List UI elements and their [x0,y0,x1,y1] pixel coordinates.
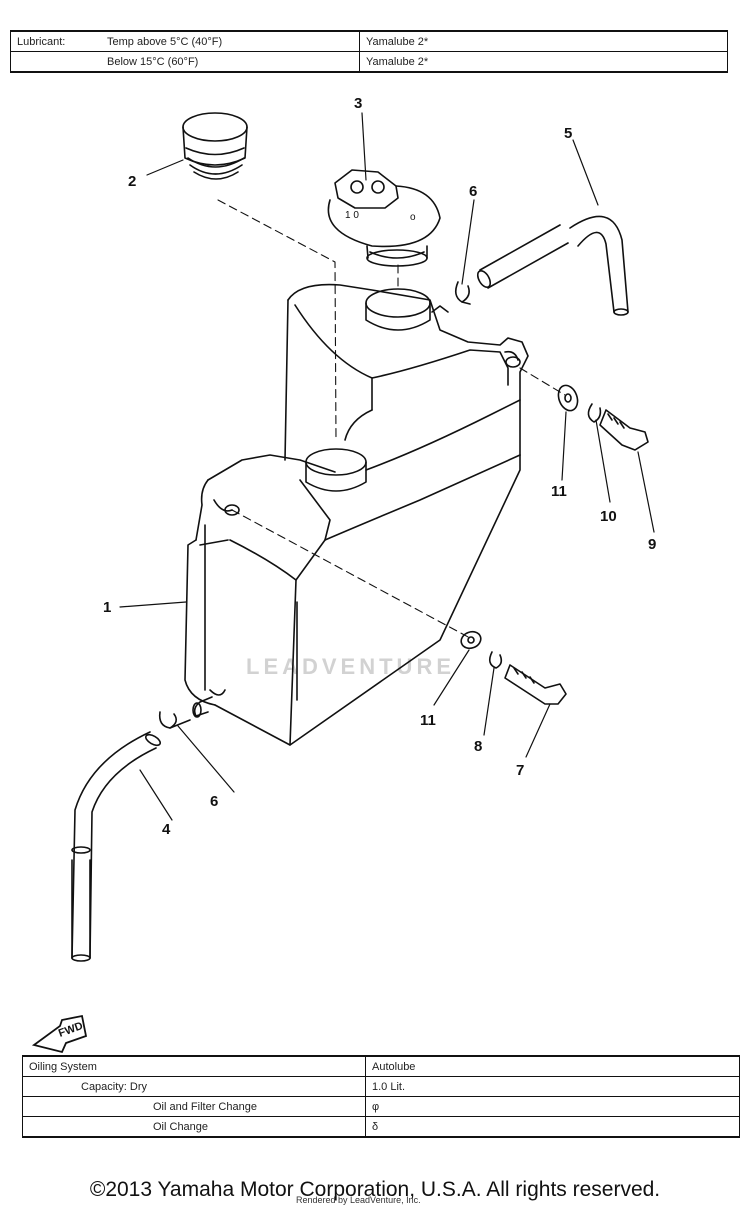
lubricant-row: Below 15°C (60°F) Yamalube 2* [10,51,728,73]
svg-text:o: o [410,212,416,223]
copyright-notice: ©2013 Yamaha Motor Corporation, U.S.A. A… [89,1178,661,1201]
oiling-row: Capacity: Dry 1.0 Lit. [22,1076,740,1097]
part-6-clamp-lower [158,711,191,729]
oiling-system-table: Oiling System Autolube Capacity: Dry 1.0… [22,1055,740,1138]
callout-6-upper: 6 [469,183,477,200]
part-9-bolt [599,409,649,451]
oiling-row: Oil Change δ [22,1116,740,1138]
oiling-value: 1.0 Lit. [365,1076,740,1097]
callout-3: 3 [354,95,362,112]
oiling-row: Oiling System Autolube [22,1055,740,1077]
part-8-lock-washer-lower [488,651,503,669]
part-4-hose [71,731,162,962]
alignment-lines [217,199,566,639]
callout-5: 5 [564,125,572,142]
fwd-arrow-icon: FWD [31,1014,88,1054]
lubricant-label: Lubricant: [10,30,101,52]
rendered-by-notice: Rendered by LeadVenture, Inc. [296,1195,421,1205]
callout-4: 4 [162,821,171,838]
part-7-bolt [504,664,567,705]
lubricant-value: Yamalube 2* [359,51,728,73]
oiling-value: δ [365,1116,740,1138]
callout-9: 9 [648,536,656,553]
svg-text:1 0: 1 0 [345,210,359,221]
part-1-oil-tank [184,283,529,746]
oiling-value: φ [365,1096,740,1117]
part-6-clamp-upper [454,281,471,305]
oiling-row: Oil and Filter Change φ [22,1096,740,1117]
lubricant-label-empty [10,51,101,73]
callout-1: 1 [103,599,111,616]
lubricant-condition: Below 15°C (60°F) [101,51,360,73]
callout-8: 8 [474,738,482,755]
callout-6-lower: 6 [210,793,218,810]
callout-7: 7 [516,762,524,779]
oiling-label: Capacity: Dry [22,1076,366,1097]
oiling-label: Oiling System [22,1055,366,1077]
leader-lines [119,112,655,821]
callout-11-lower: 11 [420,712,436,729]
part-10-lock-washer-upper [587,403,602,423]
part-2-grommet [182,112,248,180]
lubricant-spec-table: Lubricant: Temp above 5°C (40°F) Yamalub… [10,30,728,73]
oiling-label: Oil and Filter Change [22,1096,366,1117]
watermark: LEADVENTURE [246,654,456,679]
callout-2: 2 [128,173,136,190]
lubricant-value: Yamalube 2* [359,30,728,52]
oiling-label: Oil Change [22,1116,366,1138]
part-3-tank-cap: 1 0 o [327,169,441,267]
part-11-washer-lower [460,630,482,650]
oiling-value: Autolube [365,1055,740,1077]
callout-11-upper: 11 [551,483,567,500]
part-11-washer-upper [557,384,579,412]
part-5-hose [476,215,629,316]
callout-10: 10 [600,508,617,525]
